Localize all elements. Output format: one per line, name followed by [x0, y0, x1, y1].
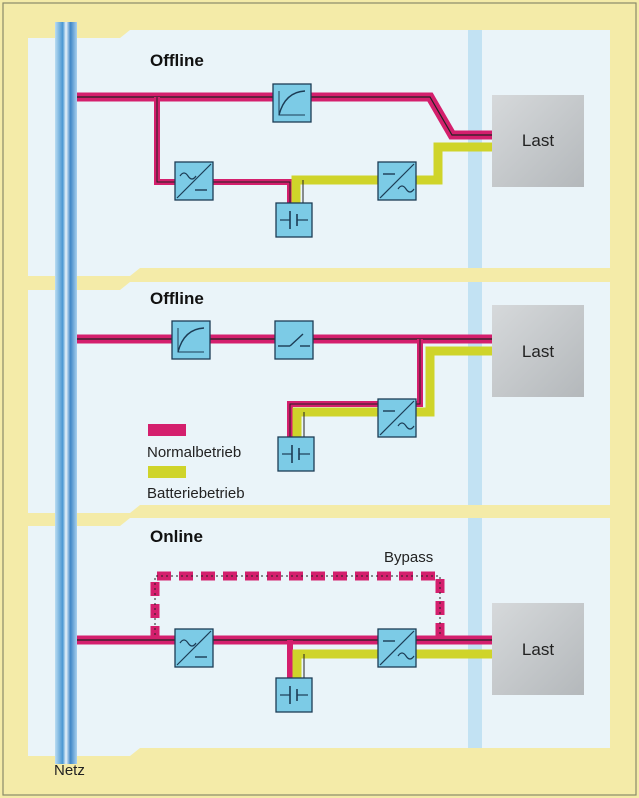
- filter-icon: [278, 90, 306, 116]
- load-label: Last: [522, 131, 554, 150]
- panel-title: Offline: [150, 51, 204, 70]
- filter-icon: [177, 327, 205, 353]
- rectifier-icon: [176, 630, 212, 666]
- load-label: Last: [522, 640, 554, 659]
- load-box: [492, 95, 584, 187]
- panel-background: [28, 30, 610, 276]
- load-box: [492, 603, 584, 695]
- rectifier-block: [174, 161, 214, 201]
- panel-offline-1: Last Offline: [28, 30, 610, 276]
- panel-stripe: [468, 518, 482, 748]
- inverter-block: [377, 628, 417, 668]
- load-label: Last: [522, 342, 554, 361]
- inverter-block: [377, 398, 417, 438]
- panel-offline-2: Last Offline: [28, 282, 610, 513]
- battery-path: [292, 649, 492, 680]
- legend: Normalbetrieb Batteriebetrieb: [147, 424, 245, 502]
- battery-block: [275, 677, 313, 713]
- legend-label-normal: Normalbetrieb: [147, 444, 241, 461]
- inverter-block: [377, 161, 417, 201]
- rectifier-icon: [176, 163, 212, 199]
- battery-icon: [280, 211, 308, 229]
- battery-block: [275, 202, 313, 238]
- filter-block: [272, 83, 312, 123]
- battery-icon: [280, 686, 308, 704]
- panel-stripe: [468, 282, 482, 505]
- normal-path: [65, 635, 492, 680]
- normal-path: [65, 92, 492, 205]
- legend-swatch-normal: [148, 424, 186, 436]
- panel-title: Offline: [150, 289, 204, 308]
- legend-swatch-battery: [148, 466, 186, 478]
- legend-label-battery: Batteriebetrieb: [147, 485, 245, 502]
- inverter-icon: [379, 163, 415, 199]
- load-box: [492, 305, 584, 397]
- panel-online: Last Online Bypass: [28, 518, 610, 756]
- bypass-path: [150, 571, 445, 640]
- filter-block: [171, 320, 211, 360]
- battery-icon: [282, 445, 310, 463]
- panel-title: Online: [150, 527, 203, 546]
- grid-label: Netz: [54, 762, 85, 779]
- bypass-label: Bypass: [384, 549, 433, 566]
- grid-bus: [55, 22, 77, 764]
- switch-icon: [278, 333, 310, 347]
- rectifier-block: [174, 628, 214, 668]
- battery-block: [277, 436, 315, 472]
- battery-path: [292, 346, 492, 438]
- switch-block: [274, 320, 314, 360]
- inverter-icon: [379, 400, 415, 436]
- inverter-icon: [379, 630, 415, 666]
